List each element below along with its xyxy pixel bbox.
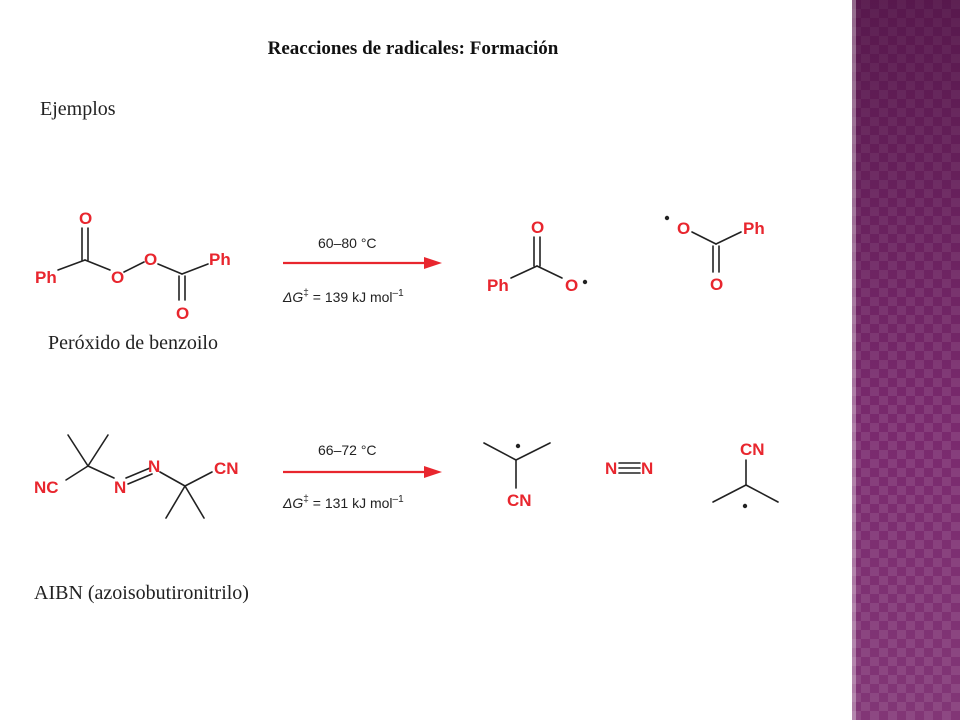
atom-o: O [531,218,544,237]
subtitle-ejemplos: Ejemplos [40,98,116,120]
aibn-structure: NC N N CN [34,434,239,519]
label-aibn: AIBN (azoisobutironitrilo) [34,582,249,604]
cyanoisopropyl-radical-2: CN [712,440,779,509]
atom-ph: Ph [743,219,765,238]
reaction2-activation-energy: ΔG‡ = 131 kJ mol–1 [282,494,404,511]
radical-dot [742,503,748,509]
reaction2-arrow-group: 66–72 °C ΔG‡ = 131 kJ mol–1 [282,442,442,511]
atom-nc: NC [34,478,59,497]
slide-title: Reacciones de radicales: Formación [267,38,559,59]
sidebar-edge [852,0,856,720]
atom-o: O [144,250,157,269]
benzoyl-peroxide-structure: O Ph O O Ph O [35,209,231,323]
radical-dot [664,215,670,221]
reaction1-activation-energy: ΔG‡ = 139 kJ mol–1 [282,288,404,305]
atom-o: O [565,276,578,295]
reaction1-arrow-group: 60–80 °C ΔG‡ = 139 kJ mol–1 [282,235,442,305]
cyanoisopropyl-radical-1: CN [483,442,551,510]
atom-ph: Ph [487,276,509,295]
atom-n: N [641,459,653,478]
decorative-sidebar [852,0,960,720]
atom-ph: Ph [209,250,231,269]
radical-dot [582,279,588,285]
atom-o: O [677,219,690,238]
reaction1-arrowhead [424,257,442,269]
atom-cn: CN [214,459,239,478]
atom-o: O [79,209,92,228]
atom-n: N [148,457,160,476]
nitrogen-molecule: N N [605,459,653,478]
atom-cn: CN [740,440,765,459]
reaction-scheme: O Ph O O Ph O 60–80 °C ΔG‡ = 139 kJ mol–… [34,209,779,519]
atom-n: N [114,478,126,497]
radical-dot [515,443,521,449]
atom-cn: CN [507,491,532,510]
reaction1-temperature: 60–80 °C [318,235,377,251]
atom-o: O [710,275,723,294]
atom-n: N [605,459,617,478]
label-benzoyl-peroxide: Peróxido de benzoilo [48,332,218,354]
atom-ph: Ph [35,268,57,287]
benzoyloxy-radical-2: O Ph O [664,215,765,294]
reaction2-arrowhead [424,466,442,478]
reaction2-temperature: 66–72 °C [318,442,377,458]
benzoyloxy-radical-1: O Ph O [487,218,588,295]
atom-o: O [176,304,189,323]
atom-o: O [111,268,124,287]
